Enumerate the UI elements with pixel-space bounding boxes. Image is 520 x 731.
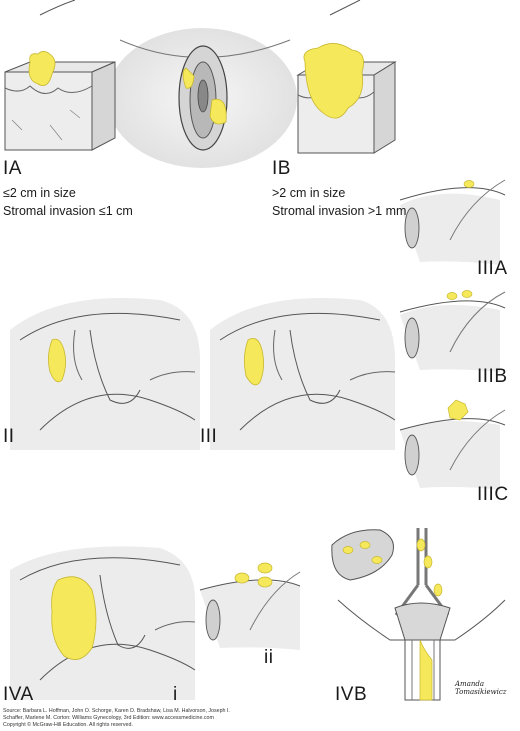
stage-ia-size: ≤2 cm in size <box>3 186 76 200</box>
groin-iiic <box>399 399 506 490</box>
source-line-2: Schaffer, Marlene M. Corton: Williams Gy… <box>3 715 214 721</box>
stage-iiia-label: IIIA <box>477 258 508 279</box>
stage-iiic-label: IIIC <box>477 484 509 505</box>
skin-block-ib <box>296 43 397 154</box>
source-credit: Source: Barbara L. Hoffman, John O. Scho… <box>3 708 353 729</box>
source-line-1: Source: Barbara L. Hoffman, John O. Scho… <box>3 708 230 714</box>
groin-iiia <box>399 179 506 265</box>
stage-iva-i-label: i <box>173 684 178 705</box>
sagittal-iii <box>210 298 396 450</box>
stage-ivb-label: IVB <box>335 684 368 705</box>
vulva-anatomy-illustration <box>39 0 361 168</box>
stage-ii-label: II <box>3 426 15 447</box>
artist-signature: Amanda Tomasikiewicz <box>455 680 507 696</box>
sagittal-ii <box>10 298 200 450</box>
stage-ib-size: >2 cm in size <box>272 186 346 200</box>
stage-ia-invasion: Stromal invasion ≤1 cm <box>3 204 133 218</box>
sagittal-iva <box>10 546 196 700</box>
stage-iiib-label: IIIB <box>477 366 508 387</box>
distant-metastasis-ivb <box>331 528 506 701</box>
skin-block-ia <box>4 51 116 151</box>
stage-ib-invasion: Stromal invasion >1 mm <box>272 204 407 218</box>
source-line-3: Copyright © McGraw-Hill Education. All r… <box>3 722 133 728</box>
groin-iiib <box>399 290 506 372</box>
groin-iva-ii <box>199 562 301 650</box>
stage-iii-label: III <box>200 426 218 447</box>
stage-iva-ii-label: ii <box>264 647 274 668</box>
stage-iva-label: IVA <box>3 684 34 705</box>
stage-ib-label: IB <box>272 158 291 179</box>
stage-ia-label: IA <box>3 158 22 179</box>
